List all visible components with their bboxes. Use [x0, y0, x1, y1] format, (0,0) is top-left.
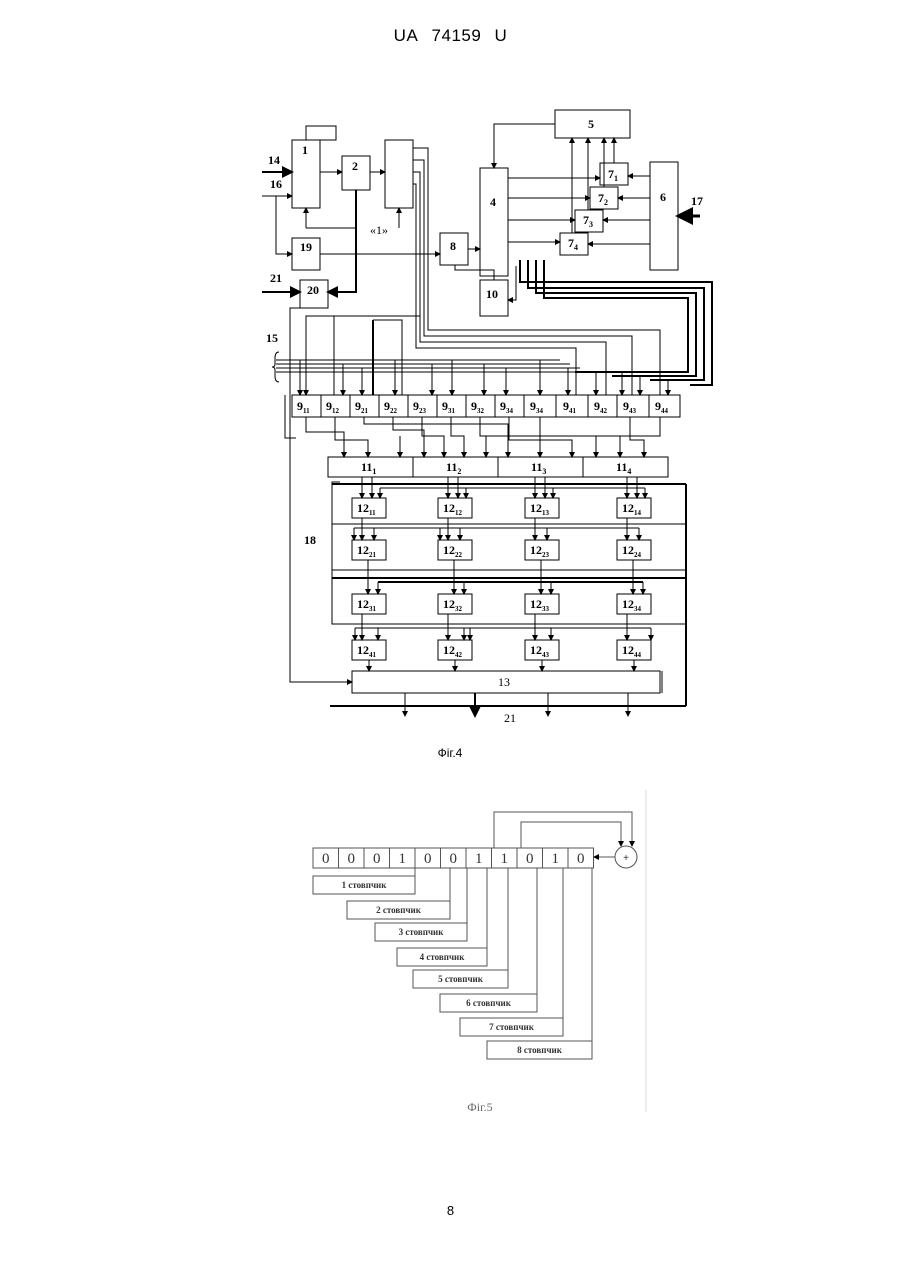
column-label: 7 стовпчик	[489, 1022, 535, 1032]
column-label: 3 стовпчик	[399, 927, 445, 937]
label-9-12: 944	[655, 399, 669, 415]
column-label: 4 стовпчик	[420, 952, 466, 962]
label-b1: 1	[302, 143, 308, 157]
column-label: 6 стовпчик	[466, 998, 512, 1008]
label-12-33: 1233	[530, 597, 550, 613]
label-7-1: 71	[608, 167, 618, 183]
label-12-11: 1211	[357, 501, 376, 517]
register-bit: 0	[526, 851, 534, 867]
label-b5: 5	[588, 117, 594, 131]
label-b6: 6	[660, 190, 666, 204]
label-12-34: 1234	[622, 597, 642, 613]
row-9-blocks	[292, 395, 680, 417]
fig4-caption: Фіг.4	[438, 746, 463, 760]
label-9-4: 923	[413, 399, 427, 415]
label-12-13: 1213	[530, 501, 550, 517]
label-11-2: 112	[446, 460, 461, 476]
register-bit: 1	[552, 851, 560, 867]
label-9-9: 941	[563, 399, 577, 415]
label-18: 18	[304, 533, 316, 547]
xor-symbol: +	[623, 853, 629, 864]
label-9-7: 934	[500, 399, 514, 415]
label-in16: 16	[270, 177, 282, 191]
label-9-5: 931	[442, 399, 456, 415]
label-11-3: 113	[531, 460, 546, 476]
fig4-diagram	[262, 110, 712, 716]
label-12-43: 1243	[530, 643, 550, 659]
register-bit: 0	[424, 851, 432, 867]
column-label: 2 стовпчик	[376, 905, 422, 915]
label-b20: 20	[307, 283, 319, 297]
label-in17: 17	[691, 194, 703, 208]
label-9-8: 934	[530, 399, 544, 415]
column-label: 1 стовпчик	[342, 880, 388, 890]
page-number: 8	[0, 1203, 901, 1218]
label-12-24: 1224	[622, 543, 642, 559]
label-b2: 2	[352, 159, 358, 173]
register-bit: 1	[399, 851, 407, 867]
label-9-0: 911	[297, 399, 310, 415]
register-bit: 0	[322, 851, 330, 867]
fig5-diagram: 0 0 0 1 0 0 1 1 0 1 0 + 1 стовпчик 2 стовпчик 3 стов…	[313, 790, 646, 1112]
register-bit: 1	[475, 851, 483, 867]
register-bit: 0	[373, 851, 381, 867]
label-12-12: 1212	[443, 501, 463, 517]
label-12-22: 1222	[443, 543, 463, 559]
label-11-4: 114	[616, 460, 631, 476]
block-6	[650, 162, 678, 270]
label-out21: 21	[504, 711, 516, 725]
label-11-1: 111	[361, 460, 376, 476]
register-bit: 1	[501, 851, 509, 867]
label-12-42: 1242	[443, 643, 463, 659]
column-label: 8 стовпчик	[517, 1045, 563, 1055]
register-bit: 0	[577, 851, 585, 867]
label-12-31: 1231	[357, 597, 377, 613]
label-7-4: 74	[568, 236, 578, 252]
block-4	[480, 168, 508, 276]
label-in21: 21	[270, 271, 282, 285]
register-bit: 0	[348, 851, 356, 867]
label-one: «1»	[370, 223, 388, 237]
label-12-23: 1223	[530, 543, 550, 559]
label-b13: 13	[498, 675, 510, 689]
label-b8: 8	[450, 239, 456, 253]
label-b19: 19	[300, 240, 312, 254]
label-9-3: 922	[384, 399, 398, 415]
label-9-1: 912	[326, 399, 340, 415]
label-in14: 14	[268, 153, 280, 167]
label-b4: 4	[490, 195, 496, 209]
column-label: 5 стовпчик	[438, 974, 484, 984]
label-9-10: 942	[594, 399, 608, 415]
label-b10: 10	[486, 287, 498, 301]
label-12-44: 1244	[622, 643, 642, 659]
fig5-caption: Фіг.5	[467, 1100, 492, 1114]
label-12-41: 1241	[357, 643, 377, 659]
label-12-32: 1232	[443, 597, 463, 613]
register-bit: 0	[450, 851, 458, 867]
label-12-21: 1221	[357, 543, 377, 559]
label-9-6: 932	[471, 399, 485, 415]
label-12-14: 1214	[622, 501, 642, 517]
label-9-11: 943	[623, 399, 637, 415]
label-7-3: 73	[583, 213, 593, 229]
block-3	[385, 140, 413, 208]
label-9-2: 921	[355, 399, 369, 415]
fig4-labels: 1 2 4 5 6 8 10 19 20 14 16 17 21 15 18 «…	[266, 117, 703, 725]
label-in15: 15	[266, 331, 278, 345]
label-7-2: 72	[598, 191, 608, 207]
